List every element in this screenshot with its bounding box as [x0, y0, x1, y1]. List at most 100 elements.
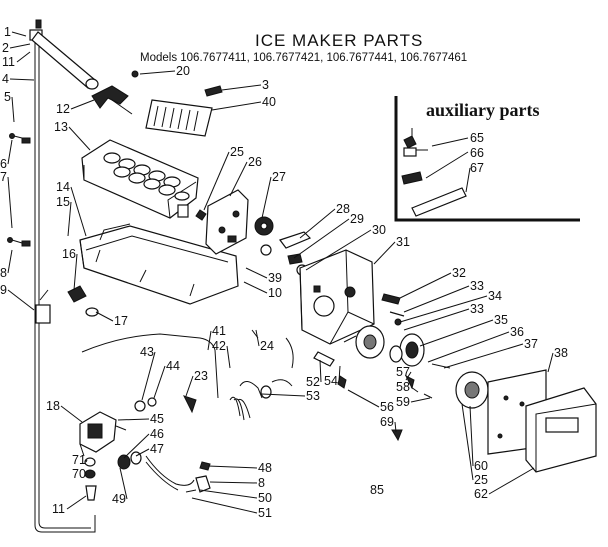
leader-line-5: [11, 96, 15, 123]
callout-8: 8: [258, 476, 265, 490]
part-36-timing-gear: [389, 333, 425, 367]
callout-35: 35: [494, 313, 508, 327]
callout-13: 13: [54, 120, 68, 134]
leader-line-20: [139, 70, 176, 75]
callout-33: 33: [470, 302, 484, 316]
leader-line-13: [68, 126, 91, 151]
leader-line-45: [117, 418, 150, 421]
leader-line-24: [255, 329, 260, 347]
leader-line-48: [207, 465, 258, 469]
parts-32-33-34: [381, 293, 405, 326]
models-line: Models 106.7677411, 106.7677421, 106.767…: [140, 52, 467, 64]
leader-line-69: [394, 421, 397, 433]
leader-line-53: [261, 393, 306, 397]
callout-37: 37: [524, 337, 538, 351]
leader-line-9: [7, 289, 35, 311]
callout-20: 20: [176, 64, 190, 78]
leader-line-4: [9, 78, 35, 81]
part-65-valve: [403, 128, 428, 157]
part-31-housing: [299, 249, 375, 345]
leader-line-15: [67, 201, 72, 237]
callout-25: 25: [474, 473, 488, 487]
parts-52-56: [271, 351, 403, 442]
leader-line-8: [7, 249, 13, 274]
leader-lines: [7, 31, 554, 514]
part-62-front-cover: [525, 387, 597, 473]
callout-56: 56: [380, 400, 394, 414]
callout-51: 51: [258, 506, 272, 520]
aux-label-67: 67: [470, 161, 484, 175]
callout-12: 12: [56, 102, 70, 116]
leader-line-26: [229, 161, 248, 197]
leader-line-2: [9, 43, 31, 49]
screws-20-3: [131, 70, 223, 97]
part-25-screw: [195, 209, 207, 221]
callout-60: 60: [474, 459, 488, 473]
leader-line-7: [7, 176, 13, 229]
leader-line-51: [191, 497, 258, 514]
leader-line-31: [373, 241, 396, 265]
leader-line-42: [226, 345, 231, 369]
callout-numbers: 1211456789121320340141516172526272829303…: [0, 25, 568, 520]
leader-line-54: [338, 365, 341, 382]
callout-50: 50: [258, 491, 272, 505]
part-18-water-valve: [79, 411, 127, 457]
callout-48: 48: [258, 461, 272, 475]
diagram-title: ICE MAKER PARTS: [255, 31, 423, 50]
leader-line-47: [135, 448, 150, 457]
callout-16: 16: [62, 247, 76, 261]
parts-45-49: [117, 451, 195, 491]
leader-line-46: [123, 433, 150, 459]
callout-40: 40: [262, 95, 276, 109]
callout-71: 71: [72, 453, 86, 467]
leader-line-25: [203, 151, 230, 211]
callout-38: 38: [554, 346, 568, 360]
callout-58: 58: [396, 380, 410, 394]
leader-line-8: [209, 481, 258, 484]
leader-line-56: [347, 389, 380, 408]
leader-line-6: [7, 139, 13, 165]
callout-62: 62: [474, 487, 488, 501]
leader-line-32: [399, 272, 452, 299]
leader-line-11: [16, 51, 31, 63]
callout-9: 9: [0, 283, 7, 297]
callout-25: 25: [230, 145, 244, 159]
leader-line-41: [207, 330, 212, 351]
leader-line-36: [427, 331, 510, 363]
leader-line-18: [60, 405, 83, 423]
callout-29: 29: [350, 212, 364, 226]
part-13-ice-mold: [81, 139, 199, 219]
callout-26: 26: [248, 155, 262, 169]
part-40-strip: [145, 99, 213, 137]
part-37-switch: [431, 363, 489, 409]
callout-46: 46: [150, 427, 164, 441]
auxiliary-parts-heading: auxiliary parts: [426, 100, 540, 120]
leader-line-40: [211, 101, 262, 111]
callout-14: 14: [56, 180, 70, 194]
callout-24: 24: [260, 339, 274, 353]
leader-line-39: [245, 267, 268, 279]
leader-line-58: [410, 386, 419, 393]
callout-17: 17: [114, 314, 128, 328]
callout-42: 42: [212, 339, 226, 353]
leader-line-11: [66, 495, 87, 510]
callout-28: 28: [336, 202, 350, 216]
callout-15: 15: [56, 195, 70, 209]
part-16-17: [67, 285, 219, 399]
callout-5: 5: [4, 90, 11, 104]
callout-36: 36: [510, 325, 524, 339]
leader-line-50: [199, 489, 258, 499]
leader-line-30: [305, 229, 372, 271]
callout-52: 52: [306, 375, 320, 389]
callout-59: 59: [396, 395, 410, 409]
parts-48-51: [185, 461, 211, 493]
callout-27: 27: [272, 170, 286, 184]
leader-line-52: [319, 359, 322, 383]
auxiliary-parts-box: auxiliary parts 65 66 67: [394, 96, 580, 222]
leader-line-37: [443, 343, 524, 369]
leader-line-33: [403, 308, 470, 331]
parts-57-59: [404, 374, 433, 399]
aux-label-65: 65: [470, 131, 484, 145]
callout-3: 3: [262, 78, 269, 92]
